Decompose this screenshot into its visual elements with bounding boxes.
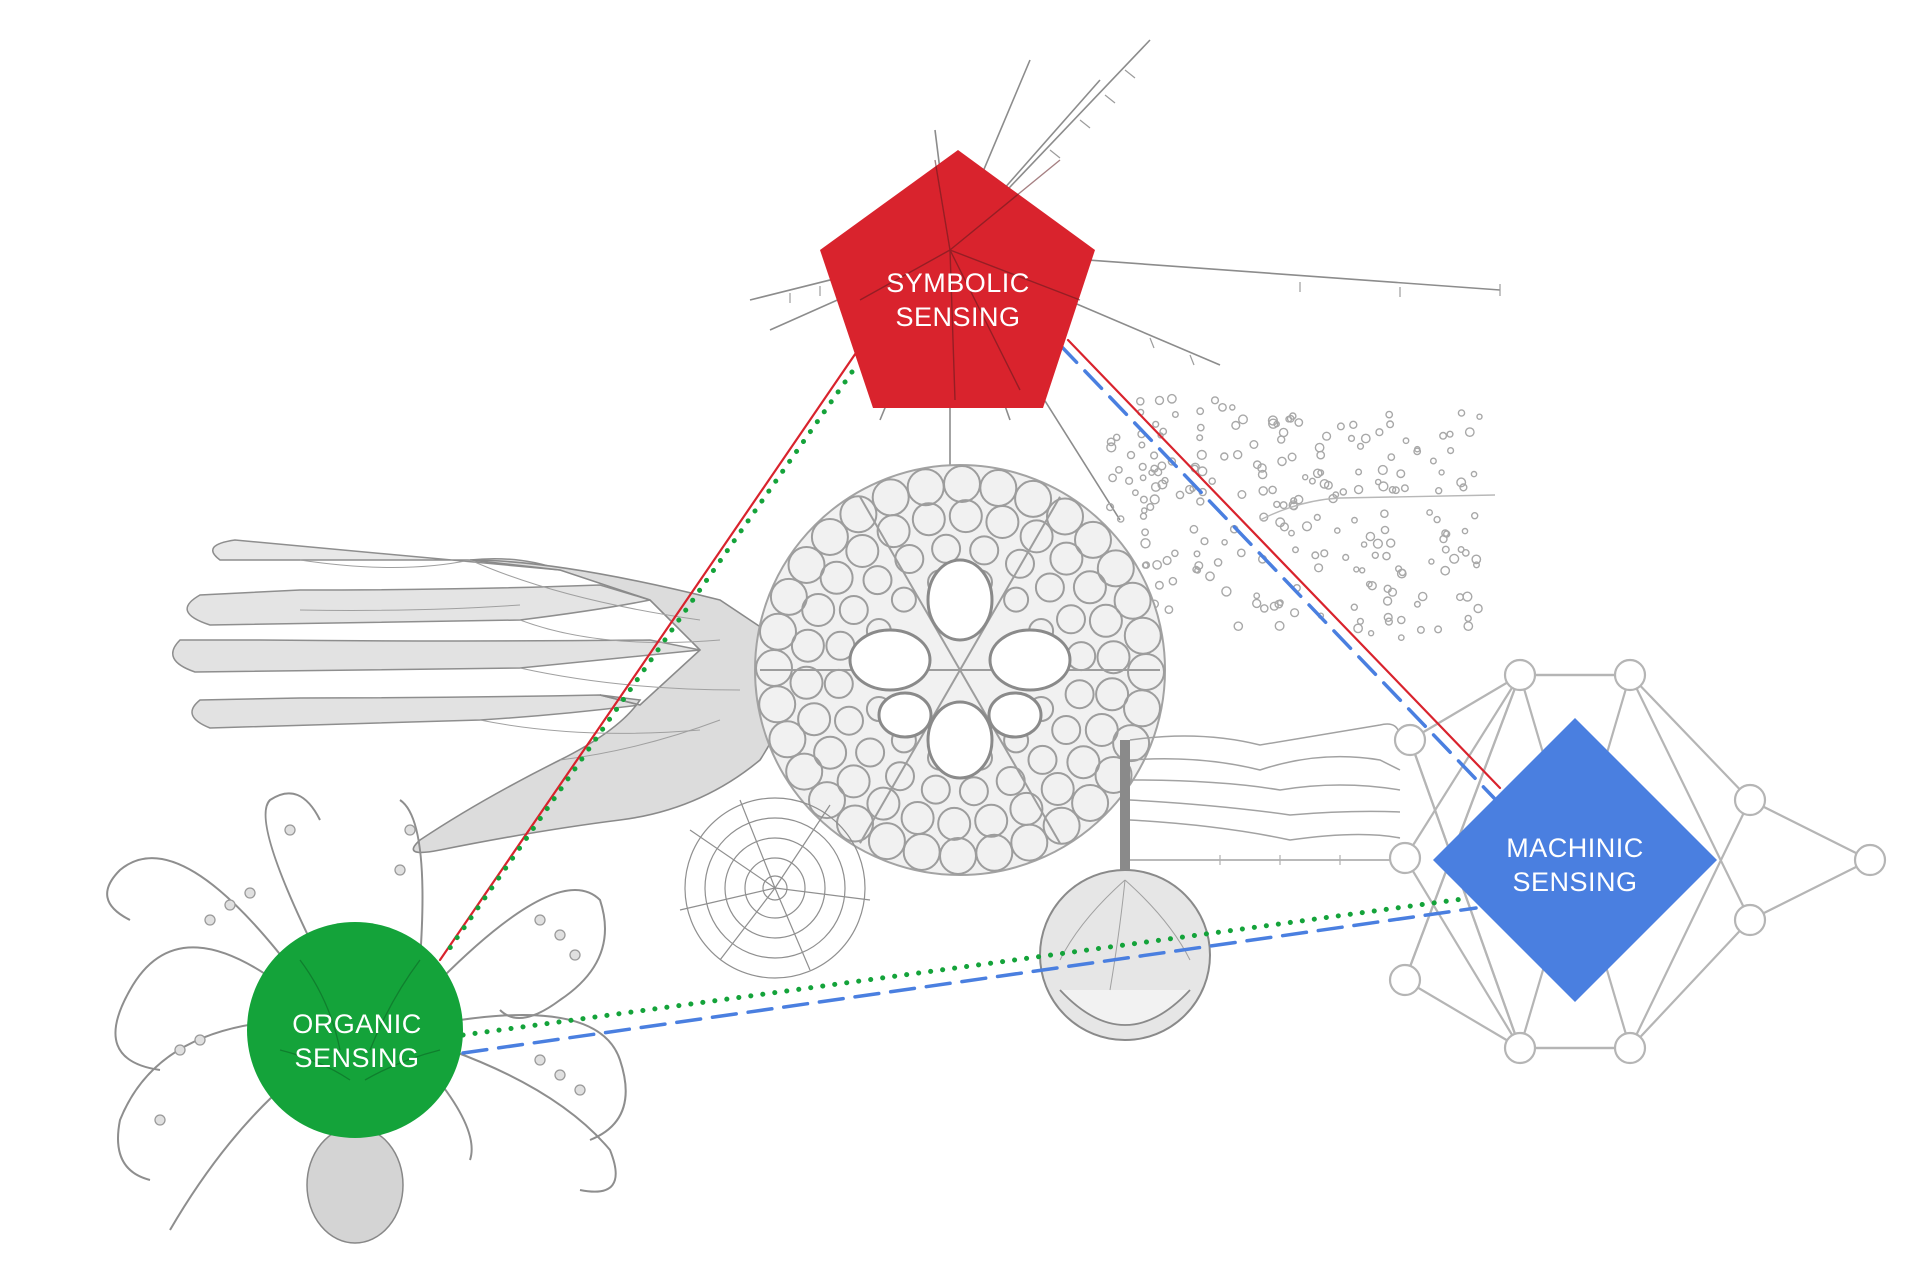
edge-symbolic-machinic-solid <box>1066 338 1502 790</box>
symbolic-label-line2: SENSING <box>895 302 1020 332</box>
machinic-label-line2: SENSING <box>1512 867 1637 897</box>
scatter-plot-illustration <box>1105 393 1496 641</box>
radial-diagram-illustration <box>679 797 871 979</box>
edge-symbolic-organic-dotted <box>442 369 855 958</box>
organic-label-line2: SENSING <box>294 1043 419 1073</box>
edge-organic-machinic-dotted <box>460 895 1473 1038</box>
edge-symbolic-organic-solid <box>438 345 862 962</box>
edge-symbolic-machinic-dashed <box>1058 343 1496 800</box>
radiolarian-illustration <box>754 464 1166 876</box>
eye-illustration <box>1039 740 1211 1041</box>
waveform-illustration <box>1129 723 1401 865</box>
octopus-illustration <box>106 792 627 1244</box>
neural-network-illustration <box>1388 658 1887 1065</box>
organic-label-line1: ORGANIC <box>292 1009 422 1039</box>
hand-illustration <box>171 539 788 854</box>
node-organic-sensing: ORGANIC SENSING <box>247 922 463 1138</box>
machinic-label-line1: MACHINIC <box>1506 833 1644 863</box>
triangle-edges <box>438 338 1502 1055</box>
edge-organic-machinic-dashed <box>461 906 1478 1055</box>
machinic-diamond <box>1433 718 1717 1002</box>
symbolic-label-line1: SYMBOLIC <box>886 268 1030 298</box>
symbolic-pentagon <box>820 150 1095 408</box>
node-machinic-sensing: MACHINIC SENSING <box>1433 718 1717 1002</box>
node-symbolic-sensing: SYMBOLIC SENSING <box>820 150 1095 408</box>
